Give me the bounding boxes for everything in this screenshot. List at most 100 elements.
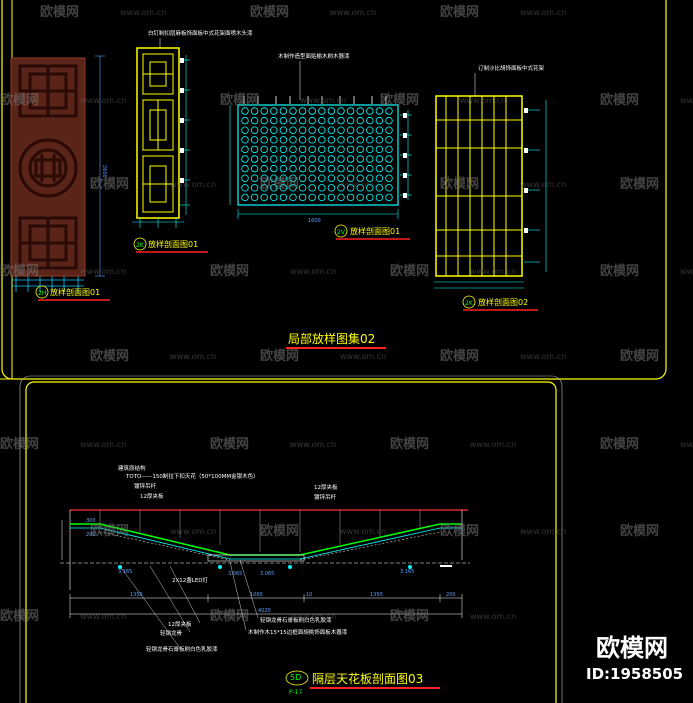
grid-cell <box>346 164 355 173</box>
watermark-brand: 欧模网 <box>0 608 39 624</box>
grid-cell <box>250 145 259 154</box>
grid-cell <box>375 184 384 192</box>
note-bottom-5: 轻钢龙骨石膏板刷白色乳胶漆 <box>146 645 218 653</box>
grid-cell <box>356 184 364 192</box>
watermark-brand: 欧模网 <box>0 436 39 452</box>
grid-cell <box>356 126 364 134</box>
watermark-brand: 欧模网 <box>390 436 429 452</box>
watermark-url: www.om.cn <box>520 352 566 361</box>
grid-cell <box>241 107 249 115</box>
grid-cell <box>346 107 355 115</box>
grid-cell <box>356 145 364 154</box>
grid-cell <box>327 155 336 163</box>
grid-cell <box>356 164 364 173</box>
grid-cell <box>366 116 374 125</box>
label-led: 2X12盏LED灯 <box>172 576 209 584</box>
grid-cell <box>241 184 249 192</box>
grid-cell <box>250 184 259 192</box>
grid-cell <box>298 136 307 144</box>
grid-cell <box>260 126 268 134</box>
watermark-brand: 欧模网 <box>210 263 249 279</box>
note-c: 木制作造型面贴榆木刷木器漆 <box>278 52 350 60</box>
label-b-tag: 2K <box>136 242 145 249</box>
grid-cell <box>289 193 297 202</box>
grid-cell <box>337 174 345 182</box>
grid-cell <box>270 145 278 154</box>
watermark-url: www.om.cn <box>80 267 126 276</box>
grid-cell <box>327 164 336 173</box>
label-b: 放样剖面图01 <box>148 239 198 249</box>
grid-cell <box>385 107 393 115</box>
grid-cell <box>318 116 326 125</box>
grid-cell <box>385 193 393 202</box>
watermark-url: www.om.cn <box>340 352 386 361</box>
grid-cell <box>298 145 307 154</box>
grid-cell <box>375 155 384 163</box>
grid-cell <box>346 136 355 144</box>
watermark-url: www.om.cn <box>340 527 386 536</box>
grid-cell <box>289 164 297 173</box>
grid-cell <box>270 107 278 115</box>
grid-cell <box>327 136 336 144</box>
note-top-3: 镀锌吊杆 <box>134 482 157 490</box>
grid-cell <box>260 184 268 192</box>
grid-cell <box>241 155 249 163</box>
watermark-brand: 欧模网 <box>260 348 299 364</box>
watermark-url: www.om.cn <box>340 180 386 189</box>
grid-cell <box>279 174 288 182</box>
grid-panel-c: 木制作造型面贴榆木刷木器漆 1600 2V 放样剖面图01 <box>229 52 412 240</box>
watermark-url: www.om.cn <box>680 267 693 276</box>
grid-cell <box>250 126 259 134</box>
grid-cell <box>298 126 307 134</box>
grid-cell <box>337 164 345 173</box>
grid-cell <box>298 184 307 192</box>
grid-cell <box>375 116 384 125</box>
grid-cell <box>385 155 393 163</box>
watermark-url: www.om.cn <box>470 440 516 449</box>
watermark-brand: 欧模网 <box>600 92 639 108</box>
watermark-layer: 欧模网 www.om.cn 欧模网 www.om.cn 欧模网 www.om.cn 欧模网 w… <box>0 4 693 624</box>
level-4: 3.165 <box>400 569 414 575</box>
grid-cell <box>366 136 374 144</box>
grid-cell <box>270 136 278 144</box>
note-top-right-2: 镀锌吊杆 <box>314 493 337 501</box>
watermark-url: www.om.cn <box>470 267 516 276</box>
watermark-url: www.om.cn <box>290 612 336 621</box>
slat-panel-d: 订制沙比胡饰面板中式花架 2K 放样剖面图02 <box>434 64 547 311</box>
watermark-url: www.om.cn <box>170 352 216 361</box>
watermark-brand: 欧模网 <box>440 4 479 20</box>
watermark-brand: 欧模网 <box>220 92 259 108</box>
watermark-url: www.om.cn <box>520 8 566 17</box>
grid-cell <box>270 116 278 125</box>
watermark-brand: 欧模网 <box>40 4 79 20</box>
watermark-brand: 欧模网 <box>0 263 39 279</box>
watermark-brand: 欧模网 <box>0 92 39 108</box>
grid-cell <box>366 174 374 182</box>
watermark-brand: 欧模网 <box>440 523 479 539</box>
grid-cell <box>241 193 249 202</box>
grid-cell <box>308 164 316 173</box>
grid-cell <box>289 136 297 144</box>
grid-cell <box>270 184 278 192</box>
dim-1: 1350 <box>130 592 143 598</box>
grid-cell <box>318 145 326 154</box>
grid-cell <box>308 136 316 144</box>
watermark-url: www.om.cn <box>300 96 346 105</box>
watermark-brand: 欧模网 <box>90 176 129 192</box>
grid-cell <box>260 193 268 202</box>
grid-cell <box>366 126 374 134</box>
grid-cell <box>270 174 278 182</box>
label-d-tag: 2K <box>465 300 474 307</box>
watermark-url: www.om.cn <box>120 8 166 17</box>
note-bottom-2: 轻钢龙骨 <box>160 629 183 637</box>
watermark-brand: 欧模网 <box>210 608 249 624</box>
watermark-brand: 欧模网 <box>620 523 659 539</box>
level-1: 3.165 <box>118 569 132 575</box>
grid-cell <box>375 193 384 202</box>
grid-cell <box>375 126 384 134</box>
grid-cell <box>346 174 355 182</box>
grid-cell <box>385 116 393 125</box>
grid-cell <box>385 126 393 134</box>
grid-cell <box>260 164 268 173</box>
